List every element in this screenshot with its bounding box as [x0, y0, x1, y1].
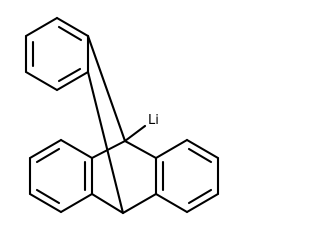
bond: [121, 192, 158, 215]
bond: [28, 138, 63, 160]
bond: [86, 70, 125, 215]
bond: [59, 138, 94, 160]
double-bond-inner: [57, 25, 83, 42]
bond: [59, 192, 94, 214]
bond: [154, 192, 189, 214]
lithium-atom-label: Li: [148, 113, 159, 128]
double-bond-inner: [57, 67, 82, 83]
bond: [55, 16, 90, 38]
lower-left-benzene-ring: [28, 138, 94, 214]
bond: [24, 70, 59, 92]
double-bond-inner: [187, 147, 213, 164]
bond: [55, 70, 90, 92]
bond: [154, 138, 189, 160]
upper-benzene-ring: [24, 16, 90, 92]
bond: [123, 139, 158, 160]
bond: [28, 192, 63, 214]
bond: [24, 16, 59, 38]
bond: [86, 34, 127, 143]
double-bond-inner: [35, 188, 61, 205]
bridge-bonds: [86, 34, 127, 215]
bond: [185, 192, 220, 214]
structure-diagram: Li: [24, 16, 220, 215]
lower-right-benzene-ring: [154, 138, 220, 214]
bond: [185, 138, 220, 160]
double-bond-inner: [187, 188, 213, 205]
bond: [90, 192, 125, 215]
bridgehead-bonds: [90, 124, 158, 215]
double-bond-inner: [35, 147, 61, 164]
bond-to-lithium: [123, 124, 147, 143]
bond: [90, 139, 127, 160]
